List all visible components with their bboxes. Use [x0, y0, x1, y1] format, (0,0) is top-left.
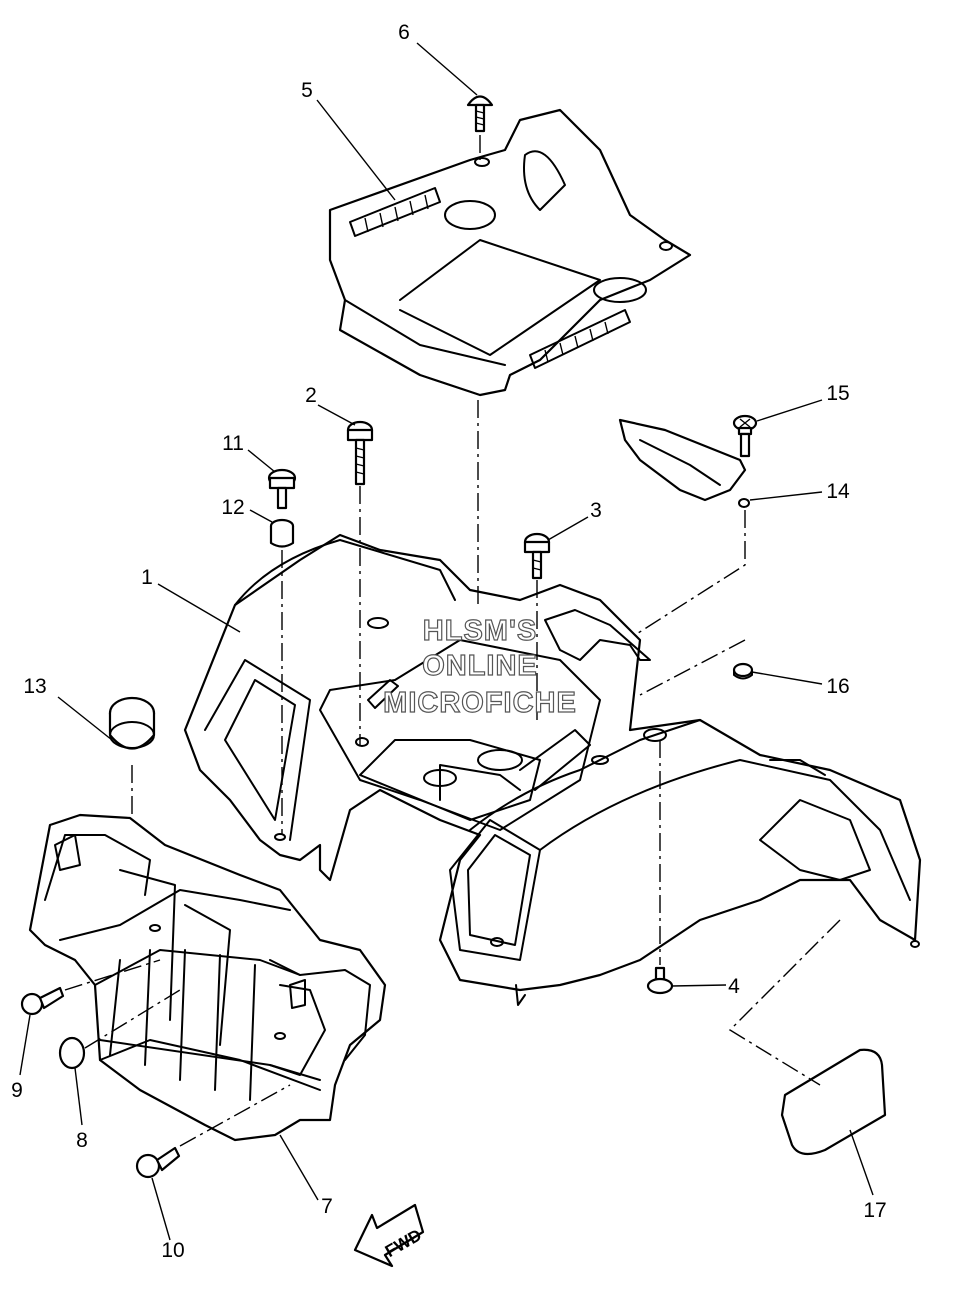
- callout-8: 8: [76, 1129, 88, 1152]
- callout-12: 12: [221, 496, 244, 519]
- part-8-plug: [58, 1036, 86, 1070]
- part-5-top-cover: [328, 108, 692, 397]
- callout-numbers: 6 5 2 11 12 1 13 3 15 14 16 4 9 8 7 10 1…: [11, 21, 887, 1262]
- part-6-screw: [466, 95, 494, 133]
- callout-13: 13: [23, 675, 46, 698]
- watermark-line-1: HLSM'S: [423, 615, 537, 647]
- callout-10: 10: [161, 1239, 184, 1262]
- part-16-nut: [732, 662, 754, 680]
- assembly-lines: [64, 135, 841, 1147]
- callout-2: 2: [305, 384, 317, 407]
- part-12-collar: [269, 518, 295, 548]
- callout-16: 16: [826, 675, 849, 698]
- watermark: HLSM'S ONLINE MICROFICHE: [383, 614, 577, 719]
- callout-14: 14: [826, 480, 850, 503]
- callout-15: 15: [826, 382, 849, 405]
- callout-1: 1: [141, 566, 153, 589]
- forward-direction-arrow: FWD: [353, 1203, 425, 1268]
- part-3-bolt: [523, 532, 551, 580]
- callout-5: 5: [301, 79, 313, 102]
- part-17-label: [780, 1048, 887, 1156]
- part-7-under-cover: [28, 813, 387, 1142]
- watermark-line-3: MICROFICHE: [383, 687, 577, 719]
- part-14-bracket: [618, 418, 750, 508]
- callout-11: 11: [222, 432, 244, 455]
- leader-lines: [19, 42, 874, 1241]
- part-9-bolt: [20, 986, 65, 1016]
- callout-4: 4: [728, 975, 740, 998]
- part-10-bolt: [135, 1146, 181, 1179]
- part-11-bolt: [267, 468, 297, 510]
- part-2-bolt: [346, 420, 374, 486]
- part-4-bolt: [646, 966, 674, 995]
- watermark-line-2: ONLINE: [422, 650, 538, 682]
- callout-9: 9: [11, 1079, 23, 1102]
- callout-17: 17: [863, 1199, 886, 1222]
- callout-7: 7: [321, 1195, 333, 1218]
- part-13-grommet: [108, 696, 156, 750]
- part-15-screw: [732, 414, 758, 458]
- callout-3: 3: [590, 499, 602, 522]
- callout-6: 6: [398, 21, 410, 44]
- part-1-front-fender: [183, 533, 922, 1006]
